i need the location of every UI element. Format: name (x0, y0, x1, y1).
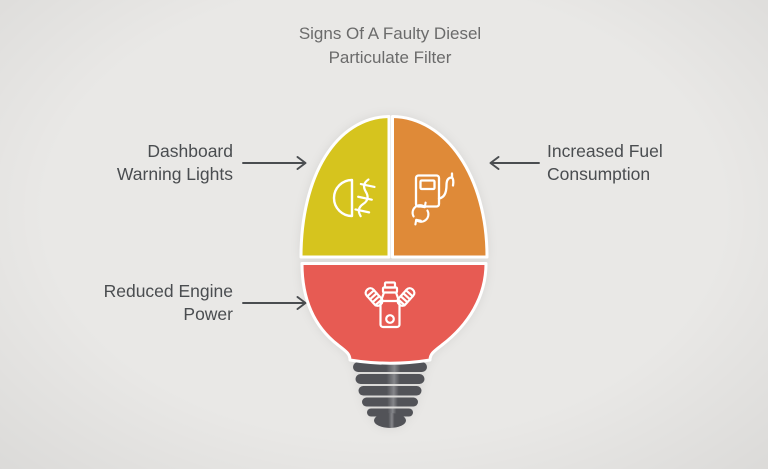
label-reduced-engine-power: Reduced Engine Power (33, 280, 233, 326)
label-fuel-line2: Consumption (547, 164, 651, 184)
bulb-section-dashboard (299, 115, 391, 259)
label-dashboard-line2: Warning Lights (116, 164, 233, 184)
page-title-line2: Particulate Filter (328, 48, 452, 67)
page-title-line1: Signs Of A Faulty Diesel (298, 24, 482, 43)
label-dashboard-line1: Dashboard (147, 141, 233, 161)
arrow-engine (242, 296, 307, 310)
fog-light-icon (332, 178, 376, 218)
label-fuel-line1: Increased Fuel (547, 141, 663, 161)
label-engine-line2: Power (183, 304, 233, 324)
label-increased-fuel-consumption: Increased Fuel Consumption (547, 140, 757, 186)
label-dashboard-warning-lights: Dashboard Warning Lights (33, 140, 233, 186)
arrow-dashboard (242, 156, 307, 170)
bulb-screw-base (353, 362, 427, 428)
fuel-pump-icon (411, 172, 455, 226)
lightbulb (299, 115, 489, 428)
arrow-fuel (489, 156, 540, 170)
engine-icon (364, 281, 416, 329)
label-engine-line1: Reduced Engine (103, 281, 233, 301)
bulb-section-engine (300, 262, 488, 365)
page-title: Signs Of A Faulty Diesel Particulate Fil… (250, 22, 530, 70)
